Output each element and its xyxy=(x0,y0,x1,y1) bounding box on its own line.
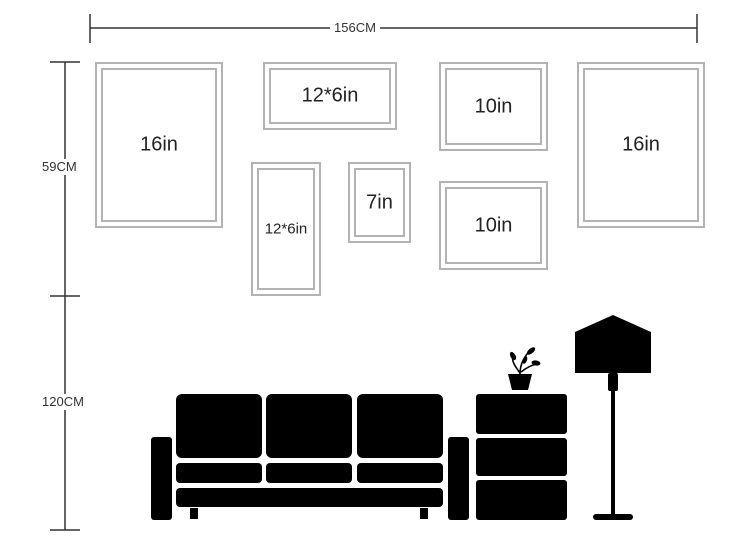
frame-size-label: 12*6in xyxy=(301,84,359,107)
width-label: 156CM xyxy=(330,20,380,36)
frame-7in: 7in xyxy=(348,162,411,243)
frame-size-label: 12*6in xyxy=(264,220,308,238)
floor-lamp-icon xyxy=(575,315,651,520)
frame-size-label: 10in xyxy=(474,214,513,236)
frames-height-label: 59CM xyxy=(40,159,79,175)
frame-mat xyxy=(257,168,315,290)
floor-height-label: 120CM xyxy=(40,394,86,410)
plant-icon xyxy=(508,347,541,390)
frame-mat xyxy=(101,68,217,222)
sofa-icon xyxy=(151,394,469,520)
frame-size-label: 10in xyxy=(474,95,513,117)
cabinet-icon xyxy=(476,394,567,520)
frame-size-label: 7in xyxy=(366,191,393,213)
frame-16in-left: 16in xyxy=(95,62,223,228)
frame-mat xyxy=(445,68,542,145)
frame-10in-top: 10in xyxy=(439,62,548,151)
frame-mat xyxy=(269,68,391,124)
frame-mat xyxy=(445,187,542,264)
frame-16in-right: 16in xyxy=(577,62,705,228)
frame-12x6in-landscape: 12*6in xyxy=(263,62,397,130)
frame-10in-bottom: 10in xyxy=(439,181,548,270)
frame-size-label: 16in xyxy=(140,133,178,156)
frame-12x6in-portrait: 12*6in xyxy=(251,162,321,296)
frame-size-label: 16in xyxy=(622,133,660,156)
frame-mat xyxy=(583,68,699,222)
frame-mat xyxy=(354,168,405,237)
